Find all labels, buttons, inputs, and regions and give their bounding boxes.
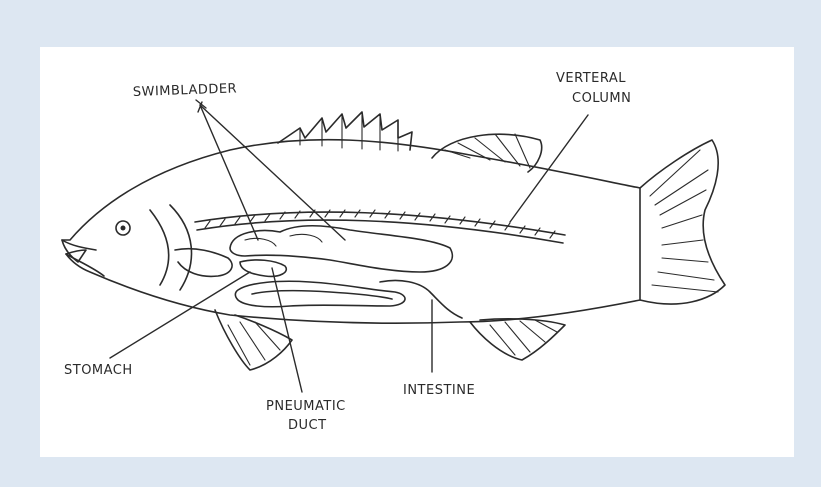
swimbladder-organ <box>230 226 452 272</box>
dorsal-spiny-fin-rays <box>300 112 398 151</box>
stomach-organ <box>175 249 232 277</box>
pelvic-fin-rays <box>228 322 280 365</box>
fish-body <box>62 140 640 323</box>
intestine-organ <box>235 281 405 306</box>
label-swimbladder: SWIMBLADDER <box>133 81 238 100</box>
anal-fin <box>470 319 565 360</box>
label-vertebral-line1: VERTERAL <box>556 71 626 86</box>
gill-cover <box>150 205 191 290</box>
pneumatic-duct-pointer <box>272 268 302 392</box>
dorsal-soft-fin <box>432 134 542 172</box>
dorsal-spiny-fin <box>278 112 412 150</box>
label-vertebral-line2: COLUMN <box>572 91 631 106</box>
label-pneumatic-line1: PNEUMATIC <box>266 399 346 414</box>
label-stomach: STOMACH <box>64 363 133 378</box>
swimbladder-pointer-arrow <box>196 100 206 112</box>
fish-pupil <box>121 226 126 231</box>
vertebral-pointer <box>510 115 588 222</box>
intestine-coil <box>252 280 462 318</box>
label-pneumatic-line2: DUCT <box>288 418 327 433</box>
label-intestine: INTESTINE <box>403 383 475 398</box>
